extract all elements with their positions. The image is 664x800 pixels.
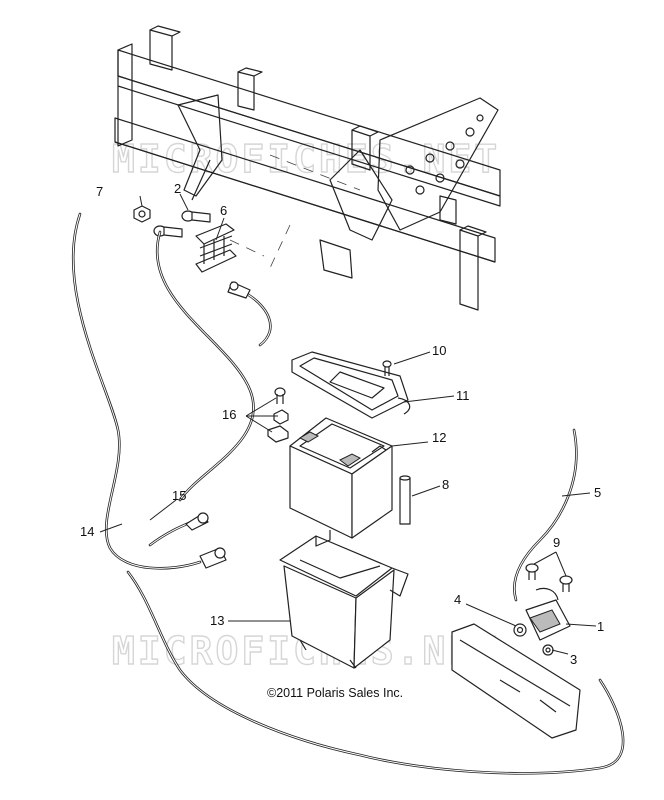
part-2-bolts <box>153 210 211 238</box>
part-15-cable <box>148 512 209 547</box>
callout-12: 12 <box>432 430 446 445</box>
callout-9: 9 <box>553 535 560 550</box>
part-14-cable <box>71 212 625 775</box>
part-8-rod <box>399 475 411 525</box>
part-6-terminal-block <box>195 223 237 273</box>
upper-cable <box>156 230 272 502</box>
callout-6: 6 <box>220 203 227 218</box>
part-3-nut <box>542 644 554 656</box>
callout-11: 11 <box>456 388 470 403</box>
callout-3: 3 <box>570 652 577 667</box>
callout-14: 14 <box>80 524 94 539</box>
callout-13: 13 <box>210 613 224 628</box>
part-7-nut <box>133 205 151 223</box>
part-9-bolts <box>525 563 573 592</box>
copyright-notice: ©2011 Polaris Sales Inc. <box>267 686 403 700</box>
part-16-fasteners <box>267 387 289 443</box>
callout-8: 8 <box>442 477 449 492</box>
part-4-nut <box>513 623 527 637</box>
callout-15: 15 <box>172 488 186 503</box>
callout-16: 16 <box>222 407 236 422</box>
frame-crossmember <box>114 25 501 311</box>
callout-10: 10 <box>432 343 446 358</box>
callout-1: 1 <box>597 619 604 634</box>
part-bracket <box>451 623 581 739</box>
leader-lines <box>99 193 597 655</box>
part-5-wire <box>513 428 578 602</box>
callout-5: 5 <box>594 485 601 500</box>
part-1-solenoid <box>525 587 571 641</box>
part-13-battery-box <box>279 530 409 669</box>
callout-4: 4 <box>454 592 461 607</box>
part-12-battery <box>289 417 393 539</box>
callout-7b: 7 <box>96 184 103 199</box>
part-10-screw <box>382 360 392 376</box>
callout-2: 2 <box>174 181 181 196</box>
part-11-hold-down <box>291 351 411 419</box>
